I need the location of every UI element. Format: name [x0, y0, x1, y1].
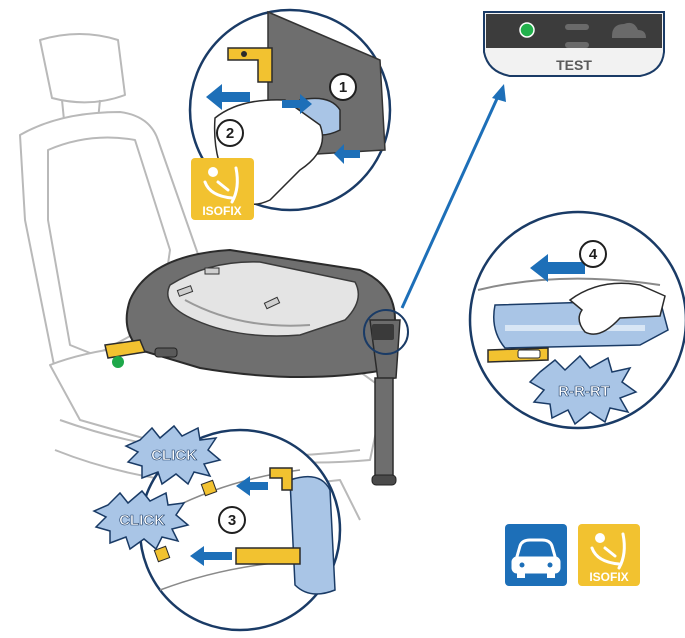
click-top-label: CLICK	[151, 447, 197, 464]
isofix-badge-large-label: ISOFIX	[589, 570, 628, 584]
indicator-panel: TEST	[483, 11, 665, 77]
base-slide-stripe	[505, 325, 645, 331]
step-1-label: 1	[339, 79, 347, 96]
push-arrow-small	[334, 144, 360, 164]
anchor-point-upper	[200, 479, 218, 497]
test-label: TEST	[556, 57, 592, 73]
seat-edge-outline	[477, 277, 661, 291]
hand-pushing	[568, 282, 666, 335]
car-badge	[505, 524, 567, 586]
green-indicator-dot	[112, 356, 124, 368]
child-seat-icon	[203, 166, 239, 204]
base-connector-arm	[104, 339, 147, 359]
arm-slot-step4	[517, 349, 541, 359]
isofix-arm-upper	[269, 467, 293, 491]
step-3-badge	[218, 506, 246, 534]
click-burst-bottom: CLICK	[92, 489, 190, 551]
base-side-step3	[289, 475, 336, 595]
step-4-badge	[579, 240, 607, 268]
pull-arrow-left	[206, 84, 250, 110]
step-1-badge	[329, 73, 357, 101]
leader-arrow	[400, 84, 506, 309]
step-3-label: 3	[228, 512, 236, 529]
status-led-icon	[519, 22, 535, 38]
support-leg-shaft	[374, 377, 394, 481]
step-4-label: 4	[589, 246, 598, 263]
click-burst-top: CLICK	[124, 424, 222, 486]
insert-arrow-upper	[236, 476, 268, 496]
support-leg-callout-ring	[363, 309, 409, 355]
base-top-surface	[167, 261, 360, 337]
child-seat-icon-large	[590, 532, 626, 570]
base-inner-shadow	[184, 299, 311, 327]
isofix-badge-small: ISOFIX	[191, 158, 254, 220]
insert-arrow-lower	[190, 546, 232, 566]
base-latch-3	[204, 267, 220, 275]
callout-step-4: 4 R-R-RT	[468, 210, 685, 430]
isofix-badge-large: ISOFIX	[578, 524, 640, 586]
ratchet-label: R-R-RT	[558, 383, 610, 400]
headrest-post-left	[61, 99, 65, 121]
anchor-point-lower	[153, 545, 171, 563]
panel-cloud-icon	[612, 22, 646, 38]
base-latch-1	[176, 285, 194, 297]
isofix-badge-small-label: ISOFIX	[202, 204, 241, 218]
slide-arrow-left	[530, 254, 585, 282]
panel-bar-2	[565, 42, 589, 48]
support-leg-panel	[372, 324, 394, 340]
isofix-arm-lower	[235, 547, 301, 565]
base-latch-2	[263, 296, 281, 310]
isofix-base	[104, 248, 409, 486]
headrest	[39, 33, 126, 104]
panel-bar-1	[565, 24, 589, 30]
push-arrow-right	[282, 94, 312, 114]
click-bottom-label: CLICK	[119, 512, 165, 529]
step-2-label: 2	[226, 125, 234, 142]
isofix-arm-top	[227, 47, 273, 83]
step-2-badge	[216, 119, 244, 147]
car-icon	[511, 538, 561, 578]
base-release-button	[154, 347, 178, 358]
support-leg-foot	[371, 474, 397, 486]
ratchet-burst	[528, 354, 638, 426]
